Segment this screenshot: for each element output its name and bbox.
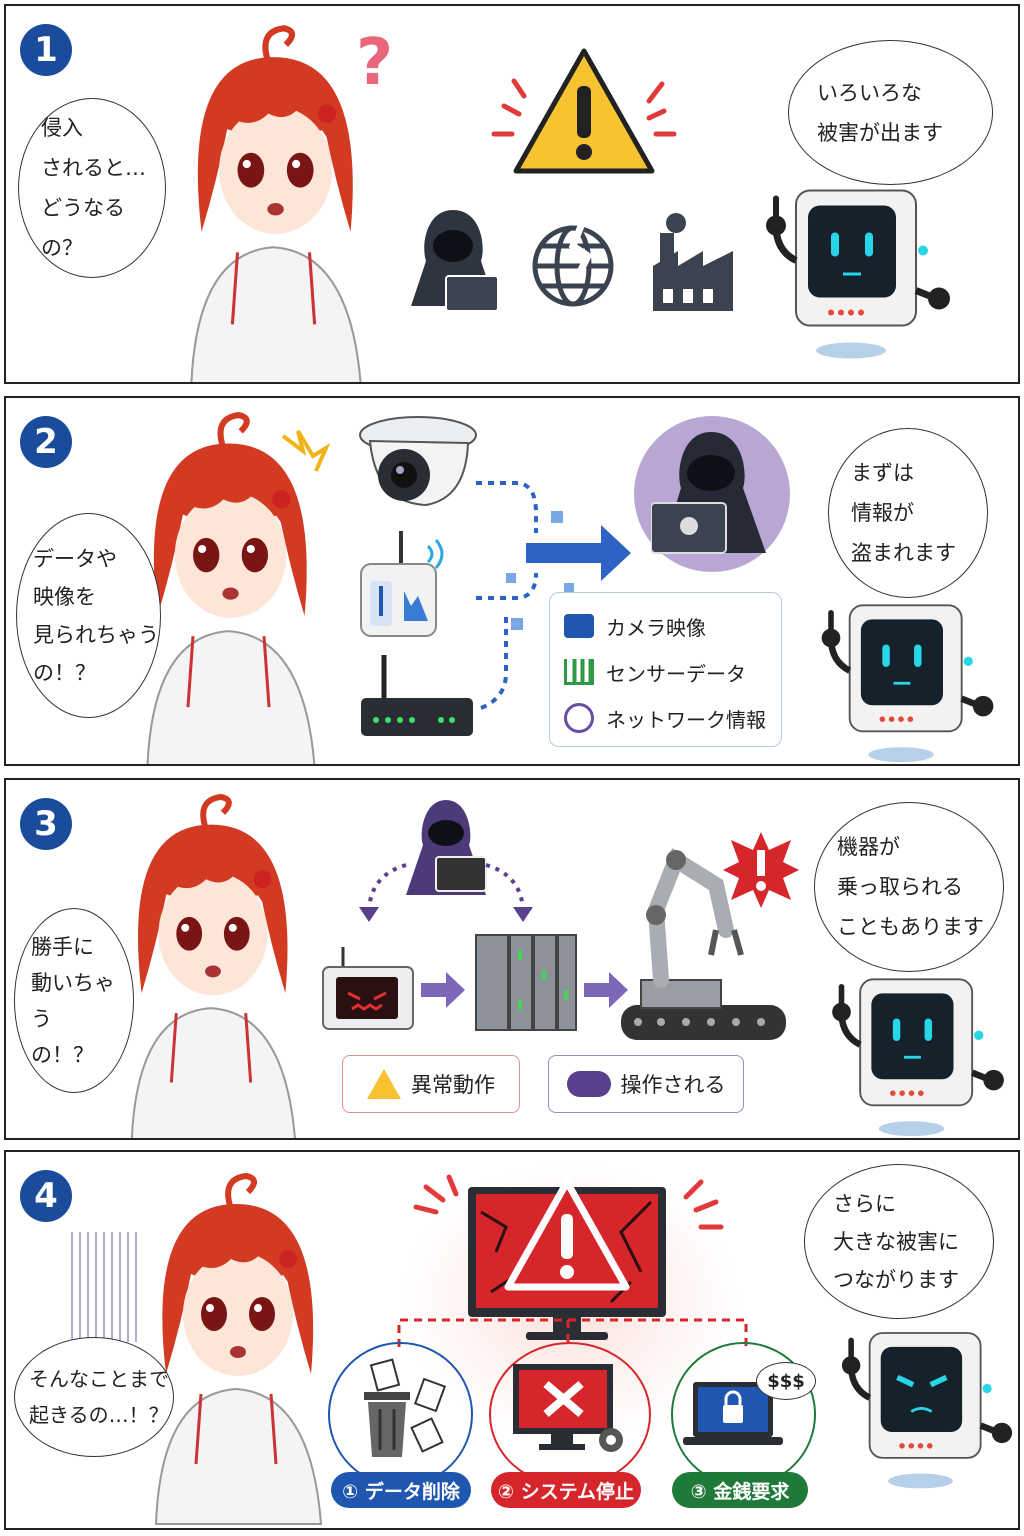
robot-arm-icon (621, 848, 786, 1040)
factory-icon (653, 213, 733, 311)
bubble-line: 勝手に (31, 934, 94, 959)
legend-label: センサーデータ (606, 661, 746, 686)
sensor-device-icon (360, 531, 444, 637)
panel-3: 3 勝手に 動いちゃう の！？ 異常動作 操作される 機器が 乗っ取られる こと… (4, 778, 1020, 1140)
outcome-pill-system-shutdown: ② システム停止 (491, 1472, 641, 1508)
bubble-line: どうなるの？ (41, 196, 125, 260)
robot-speech-bubble: いろいろな 被害が出ます (788, 40, 993, 185)
bubble-line: の！？ (33, 660, 96, 685)
bubble-line: 起きるの…！？ (29, 1403, 169, 1427)
bubble-line: 大きな被害に (833, 1229, 959, 1254)
girl-character (126, 403, 331, 764)
surprise-lines-icon (281, 429, 330, 472)
legend-label: カメラ映像 (606, 615, 706, 640)
arrow-right-icon (421, 972, 465, 1008)
bubble-line: 盗まれます (851, 541, 956, 565)
arrow-right-icon (584, 972, 628, 1008)
bubble-line: いろいろな (817, 80, 922, 105)
camera-icon (564, 614, 594, 638)
bubble-line: さらに (833, 1191, 896, 1216)
girl-character (111, 785, 311, 1138)
robot-speech-bubble: まずは 情報が 盗まれます (828, 428, 988, 598)
bubble-line: 情報が (851, 501, 914, 525)
legend-item-network: ネットワーク情報 (564, 695, 767, 741)
bubble-line: 機器が (837, 835, 900, 859)
panel-2: 2 データや 映像を 見られちゃう の！？ カメラ映像 センサーデータ ネットワ… (4, 396, 1020, 766)
connector-lines (397, 1318, 748, 1347)
label-text: 操作される (620, 1073, 726, 1097)
outcome-pill-data-deletion: ① データ削除 (331, 1472, 471, 1508)
bubble-line: の！？ (31, 1042, 94, 1067)
abnormal-operation-label: 異常動作 (342, 1055, 520, 1113)
panel-1: 1 侵入 されると… どうなるの？ ? いろいろな 被害が出ます (4, 4, 1020, 384)
bubble-line: そんなことまで (29, 1367, 169, 1391)
bubble-line: 映像を (33, 584, 96, 609)
hacker-icon (411, 210, 499, 312)
panel-number-badge: 1 (20, 24, 72, 76)
robot-illustration (841, 1332, 1013, 1489)
dread-lines (71, 1232, 141, 1342)
bubble-line: データや (33, 546, 117, 571)
girl-character (136, 1164, 336, 1528)
girl-illustration (146, 412, 316, 764)
globe-icon (564, 703, 594, 733)
money-demand-bubble: $$$ (756, 1362, 816, 1400)
system-error-icon (513, 1364, 623, 1452)
girl-illustration (130, 793, 296, 1138)
broken-globe-icon (532, 219, 614, 307)
bubble-line: 見られちゃう (33, 622, 159, 647)
outcome-pill-ransom: ③ 金銭要求 (672, 1472, 808, 1508)
bubble-line: されると… (41, 156, 146, 180)
bubble-line: 被害が出ます (817, 120, 943, 145)
panel-number-badge: 2 (20, 416, 72, 468)
warning-icon (491, 48, 677, 174)
robot-character (801, 596, 1001, 764)
robot-character (814, 970, 1009, 1138)
router-icon (361, 655, 473, 736)
robot-illustration (766, 189, 950, 359)
warning-icon (367, 1069, 401, 1099)
bubble-line: まずは (851, 461, 914, 485)
remote-control-label: 操作される (548, 1055, 744, 1113)
broken-monitor-icon (413, 1174, 724, 1340)
robot-illustration (832, 978, 1004, 1137)
girl-speech-bubble: そんなことまで 起きるの…！？ (14, 1337, 174, 1457)
locked-laptop-icon (683, 1382, 783, 1445)
bubble-line: 乗っ取られる (837, 875, 963, 899)
server-rack-icon (475, 934, 577, 1031)
bar-chart-icon (564, 659, 594, 685)
bubble-line: つながります (833, 1267, 959, 1292)
legend-item-camera: カメラ映像 (564, 603, 767, 649)
legend-item-sensor: センサーデータ (564, 649, 767, 695)
girl-character (166, 16, 381, 382)
robot-character (751, 178, 951, 363)
bubble-line: 動いちゃう (31, 970, 115, 1031)
alert-burst-icon (723, 832, 799, 908)
security-camera-icon (359, 416, 477, 507)
panel-number-badge: 4 (20, 1170, 72, 1222)
girl-illustration (154, 1172, 323, 1525)
robot-character (828, 1317, 1013, 1497)
data-flow-arrows (476, 481, 631, 710)
infected-device-icon (322, 947, 414, 1030)
trash-icon (364, 1358, 447, 1457)
legend-label: ネットワーク情報 (606, 707, 766, 732)
girl-speech-bubble: 勝手に 動いちゃう の！？ (14, 908, 134, 1093)
robot-illustration (821, 604, 994, 763)
girl-speech-bubble: 侵入 されると… どうなるの？ (18, 98, 166, 278)
robot-speech-bubble: 機器が 乗っ取られる こともあります (814, 802, 1004, 972)
bubble-line: 侵入 (41, 116, 83, 140)
hacker-icon (359, 800, 533, 922)
hacker-icon (651, 432, 766, 554)
stolen-data-legend: カメラ映像 センサーデータ ネットワーク情報 (549, 592, 782, 747)
girl-illustration (190, 25, 362, 382)
panel-4: 4 そんなことまで 起きるの…！？ $$$ ① データ削除 ② システム停止 ③… (4, 1150, 1020, 1530)
question-mark: ? (356, 26, 394, 100)
gamepad-icon (566, 1071, 611, 1097)
bubble-line: こともあります (837, 915, 984, 939)
panel-number-badge: 3 (20, 798, 72, 850)
girl-speech-bubble: データや 映像を 見られちゃう の！？ (16, 513, 161, 718)
label-text: 異常動作 (411, 1073, 495, 1097)
robot-speech-bubble: さらに 大きな被害に つながります (804, 1164, 994, 1319)
